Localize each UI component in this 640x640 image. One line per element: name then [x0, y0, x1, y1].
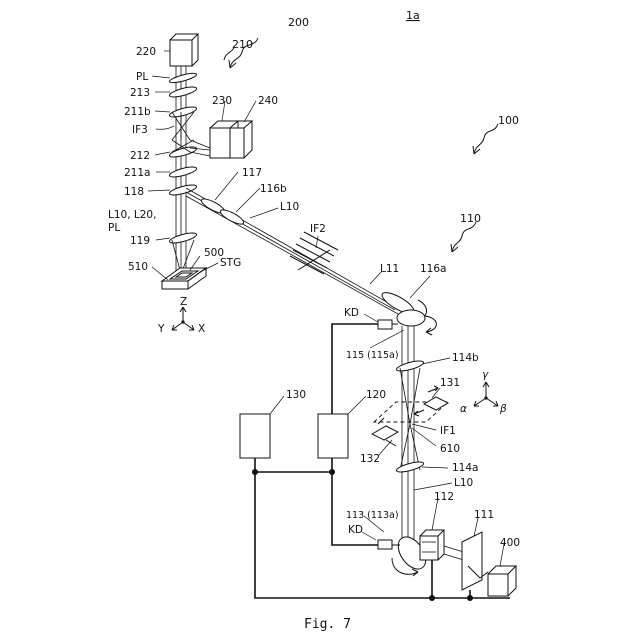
axes-gamma-alpha-beta	[474, 382, 498, 406]
label-100: 100	[498, 114, 519, 127]
label-116a: 116a	[420, 263, 446, 275]
label-pl-top: PL	[136, 71, 148, 83]
encoder-kd-upper	[378, 320, 392, 329]
axes-xyz	[172, 307, 194, 330]
encoder-kd-lower	[378, 540, 392, 549]
element-112	[420, 530, 444, 560]
label-131: 131	[440, 377, 460, 389]
element-131	[414, 386, 448, 416]
label-l10-l20: L10, L20,	[108, 209, 156, 221]
axis-alpha-label: α	[460, 403, 467, 415]
label-1a: 1a	[406, 9, 420, 22]
label-120: 120	[366, 389, 386, 401]
label-118: 118	[124, 186, 144, 198]
axis-gamma-label: γ	[482, 369, 489, 381]
label-kd-upper: KD	[344, 307, 359, 319]
light-source-400	[488, 566, 516, 596]
axis-y-label: Y	[157, 323, 165, 335]
label-211a: 211a	[124, 167, 150, 179]
label-230: 230	[212, 95, 232, 107]
label-l10-upper: L10	[280, 201, 299, 213]
label-pl-mid: PL	[108, 222, 120, 234]
axis-z-label: Z	[180, 296, 187, 308]
controller-120	[318, 414, 348, 458]
lens-116b	[219, 207, 246, 226]
label-400: 400	[500, 537, 520, 549]
label-220: 220	[136, 46, 156, 58]
figure-caption: Fig. 7	[304, 617, 351, 632]
label-213: 213	[130, 87, 150, 99]
label-114a: 114a	[452, 462, 478, 474]
detector-220	[170, 34, 198, 66]
lens-213	[169, 85, 198, 99]
stage-stg	[162, 268, 206, 289]
label-if3: IF3	[132, 124, 148, 136]
label-stg: STG	[220, 257, 241, 269]
lens-211a	[169, 165, 198, 179]
beamsplitter-118	[169, 183, 198, 197]
text-labels: 200 1a 210 220 PL 213 211b IF3 212 211a …	[108, 9, 520, 632]
mirror-115	[397, 310, 425, 326]
element-240	[230, 121, 252, 158]
label-l11: L11	[380, 263, 399, 275]
element-111	[462, 532, 488, 590]
label-kd-lower: KD	[348, 524, 363, 536]
label-115: 115 (115a)	[346, 350, 399, 361]
axis-beta-label: β	[499, 403, 507, 415]
label-112: 112	[434, 491, 454, 503]
label-210: 210	[232, 38, 253, 51]
label-110: 110	[460, 212, 481, 225]
label-610: 610	[440, 443, 460, 455]
axis-x-label: X	[198, 323, 205, 335]
lens-114a	[396, 460, 425, 474]
label-l10-lower: L10	[454, 477, 473, 489]
lens-211b	[169, 105, 198, 119]
label-510: 510	[128, 261, 148, 273]
label-240: 240	[258, 95, 278, 107]
label-132: 132	[360, 453, 380, 465]
reference-arrows	[224, 38, 498, 252]
label-117: 117	[242, 167, 262, 179]
label-116b: 116b	[260, 183, 287, 195]
controller-130	[240, 414, 270, 458]
leader-lines	[148, 51, 504, 566]
label-111: 111	[474, 509, 494, 521]
polarizer-pl	[169, 71, 198, 84]
label-113: 113 (113a)	[346, 510, 399, 521]
label-114b: 114b	[452, 352, 479, 364]
label-200: 200	[288, 16, 309, 29]
label-if2: IF2	[310, 223, 326, 235]
label-211b: 211b	[124, 106, 151, 118]
lens-114b	[396, 359, 425, 373]
label-212: 212	[130, 150, 150, 162]
label-130: 130	[286, 389, 306, 401]
label-if1: IF1	[440, 425, 456, 437]
label-119: 119	[130, 235, 150, 247]
